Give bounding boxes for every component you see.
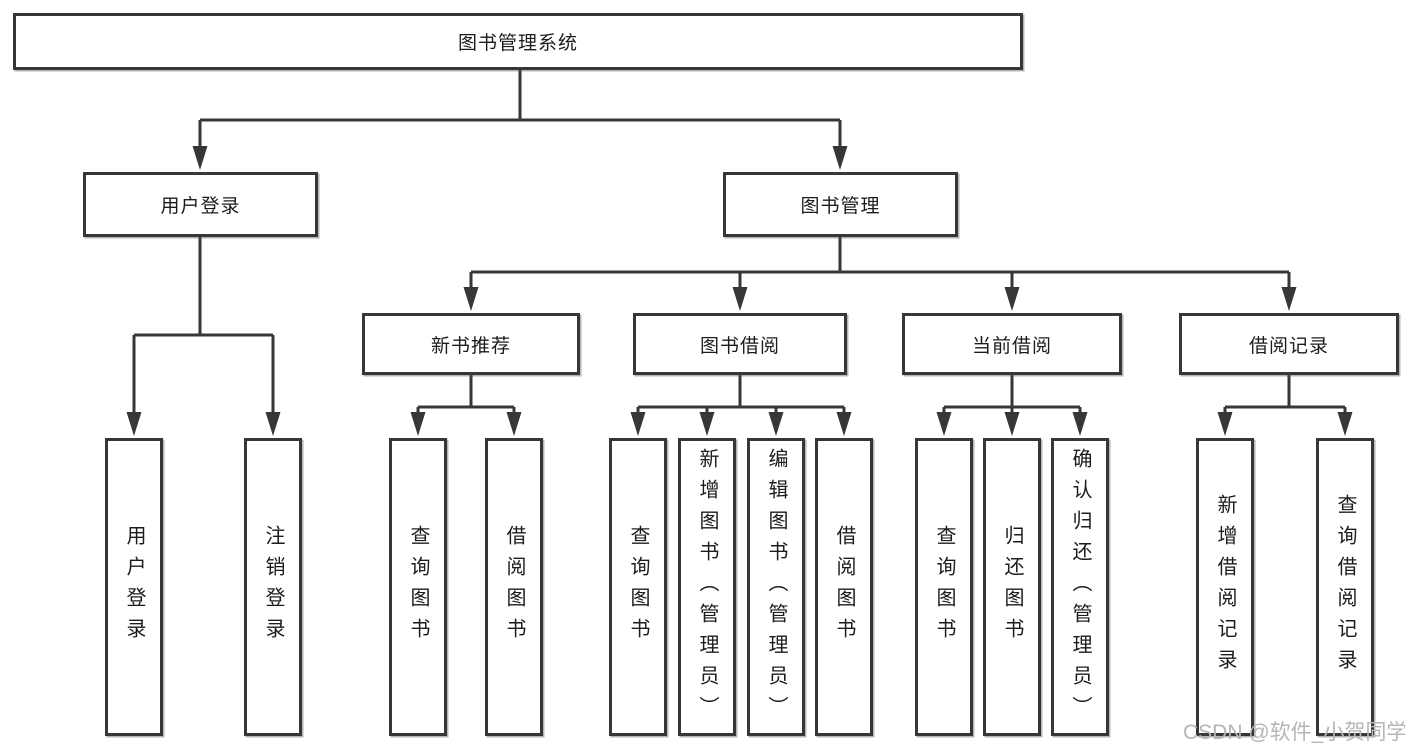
connector-current-borrowing-to-leaves bbox=[942, 375, 1082, 415]
leaf-borrowing-add-books-admin: 新增图书（管理员） bbox=[678, 438, 736, 736]
node-current-borrowing: 当前借阅 bbox=[902, 313, 1122, 375]
leaf-newrec-query-books: 查询图书 bbox=[389, 438, 447, 736]
arrowhead bbox=[832, 146, 848, 170]
leaf-current-confirm-return-admin: 确认归还（管理员） bbox=[1051, 438, 1109, 736]
leaf-borrowing-query-books-label: 查询图书 bbox=[627, 525, 649, 649]
node-current-borrowing-label: 当前借阅 bbox=[971, 335, 1052, 357]
leaf-borrowing-edit-books-admin: 编辑图书（管理员） bbox=[747, 438, 805, 736]
arrowhead bbox=[192, 146, 208, 170]
arrowhead bbox=[1281, 287, 1297, 311]
node-borrow-records-label: 借阅记录 bbox=[1248, 335, 1329, 357]
arrowhead bbox=[836, 412, 852, 436]
arrowhead bbox=[265, 412, 281, 436]
arrowhead bbox=[1004, 412, 1020, 436]
leaf-newrec-query-books-label: 查询图书 bbox=[407, 525, 429, 649]
leaf-user-login-label: 用户登录 bbox=[123, 525, 145, 649]
leaf-newrec-borrow-books-label: 借阅图书 bbox=[503, 525, 525, 649]
leaf-current-return-books-label: 归还图书 bbox=[1001, 525, 1023, 649]
connector-root-to-level2 bbox=[198, 70, 842, 150]
leaf-records-query-record-label: 查询借阅记录 bbox=[1334, 494, 1356, 680]
connector-borrow-records-to-leaves bbox=[1223, 375, 1347, 415]
leaf-newrec-borrow-books: 借阅图书 bbox=[485, 438, 543, 736]
arrowhead bbox=[410, 412, 426, 436]
node-library-system-label: 图书管理系统 bbox=[457, 33, 578, 54]
node-user-login-label: 用户登录 bbox=[160, 196, 241, 217]
arrowhead bbox=[506, 412, 522, 436]
arrowhead bbox=[463, 287, 479, 311]
leaf-user-login: 用户登录 bbox=[105, 438, 163, 736]
leaf-borrowing-borrow-books: 借阅图书 bbox=[815, 438, 873, 736]
arrowhead bbox=[1072, 412, 1088, 436]
leaf-current-return-books: 归还图书 bbox=[983, 438, 1041, 736]
arrowhead bbox=[1004, 287, 1020, 311]
connector-user-login-to-leaves bbox=[132, 237, 275, 415]
leaf-borrowing-borrow-books-label: 借阅图书 bbox=[833, 525, 855, 649]
leaf-current-query-books-label: 查询图书 bbox=[933, 525, 955, 649]
arrowhead bbox=[126, 412, 142, 436]
watermark-text: CSDN @软件_小贺同学 bbox=[1183, 721, 1405, 744]
connector-new-book-recommend-to-leaves bbox=[416, 375, 516, 415]
connector-book-borrowing-to-leaves bbox=[636, 375, 846, 415]
node-new-book-recommend-label: 新书推荐 bbox=[430, 335, 511, 357]
leaf-logout: 注销登录 bbox=[244, 438, 302, 736]
leaf-borrowing-add-books-admin-label: 新增图书（管理员） bbox=[696, 447, 718, 727]
node-user-login: 用户登录 bbox=[83, 172, 318, 237]
leaf-current-query-books: 查询图书 bbox=[915, 438, 973, 736]
arrowhead bbox=[1337, 412, 1353, 436]
node-library-system: 图书管理系统 bbox=[13, 13, 1023, 70]
connector-book-management-to-level3 bbox=[469, 237, 1291, 291]
leaf-records-add-record: 新增借阅记录 bbox=[1196, 438, 1254, 736]
node-borrow-records: 借阅记录 bbox=[1179, 313, 1399, 375]
node-book-management-label: 图书管理 bbox=[800, 196, 881, 217]
arrowhead bbox=[630, 412, 646, 436]
leaf-logout-label: 注销登录 bbox=[262, 525, 284, 649]
leaf-current-confirm-return-admin-label: 确认归还（管理员） bbox=[1069, 447, 1091, 727]
leaf-records-query-record: 查询借阅记录 bbox=[1316, 438, 1374, 736]
node-book-borrowing-label: 图书借阅 bbox=[699, 335, 780, 357]
node-book-management: 图书管理 bbox=[723, 172, 958, 237]
arrowhead bbox=[1217, 412, 1233, 436]
leaf-borrowing-edit-books-admin-label: 编辑图书（管理员） bbox=[765, 447, 787, 727]
arrowhead bbox=[732, 287, 748, 311]
leaf-borrowing-query-books: 查询图书 bbox=[609, 438, 667, 736]
arrowhead bbox=[936, 412, 952, 436]
leaf-records-add-record-label: 新增借阅记录 bbox=[1214, 494, 1236, 680]
node-book-borrowing: 图书借阅 bbox=[633, 313, 847, 375]
node-new-book-recommend: 新书推荐 bbox=[362, 313, 580, 375]
arrowhead bbox=[699, 412, 715, 436]
arrowhead bbox=[768, 412, 784, 436]
